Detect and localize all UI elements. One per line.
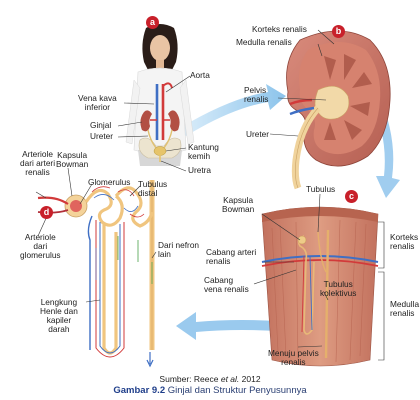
label-aorta: Aorta xyxy=(190,71,210,80)
label-cabang-vena: Cabang vena renalis xyxy=(204,276,249,294)
source-line: Sumber: Reece et al. 2012 xyxy=(0,374,420,384)
label-ginjal: Ginjal xyxy=(90,121,111,130)
label-pelvis-renalis: Pelvis renalis xyxy=(244,86,268,104)
label-korteks-renalis-b: Korteks renalis xyxy=(252,25,307,34)
badge-b: b xyxy=(332,25,345,38)
label-menuju-pelvis: Menuju pelvis renalis xyxy=(268,349,319,367)
badge-a: a xyxy=(146,16,159,29)
label-kapsula-bowman-c: Kapsula Bowman xyxy=(222,196,254,214)
person-figure xyxy=(126,24,194,166)
label-arteriole-arteri: Arteriole dari arteri renalis xyxy=(20,150,55,177)
label-ureter-a: Ureter xyxy=(90,132,113,141)
badge-c: c xyxy=(345,190,358,203)
label-kapsula-bowman-d: Kapsula Bowman xyxy=(56,151,88,169)
label-ureter-b: Ureter xyxy=(246,130,269,139)
badge-d: d xyxy=(40,206,53,219)
label-glomerulus: Glomerulus xyxy=(88,178,130,187)
label-cabang-arteri: Cabang arteri renalis xyxy=(206,248,256,266)
label-medulla-renalis-c: Medulla renalis xyxy=(390,300,419,318)
figure-caption: Gambar 9.2 Ginjal dan Struktur Penyusunn… xyxy=(0,385,420,396)
kidney-cross-section xyxy=(287,31,391,188)
label-tubulus-kolektivus: Tubulus kolektivus xyxy=(320,280,356,298)
label-lengkung-henle: Lengkung Henle dan kapiler darah xyxy=(40,298,78,334)
label-arteriole-glomerulus: Arteriole dari glomerulus xyxy=(20,233,61,260)
label-medulla-renalis-b: Medulla renalis xyxy=(236,38,292,47)
label-uretra: Uretra xyxy=(188,166,211,175)
label-kantung-kemih: Kantung kemih xyxy=(188,143,219,161)
label-tubulus-distal: Tubulus distal xyxy=(138,180,167,198)
label-vena-kava: Vena kava inferior xyxy=(78,94,117,112)
label-dari-nefron: Dari nefron lain xyxy=(158,241,199,259)
label-korteks-renalis-c: Korteks renalis xyxy=(390,233,418,251)
nephron-diagram xyxy=(38,180,153,366)
zoom-arrow-a-to-b xyxy=(180,84,286,136)
label-tubulus: Tubulus xyxy=(306,185,335,194)
